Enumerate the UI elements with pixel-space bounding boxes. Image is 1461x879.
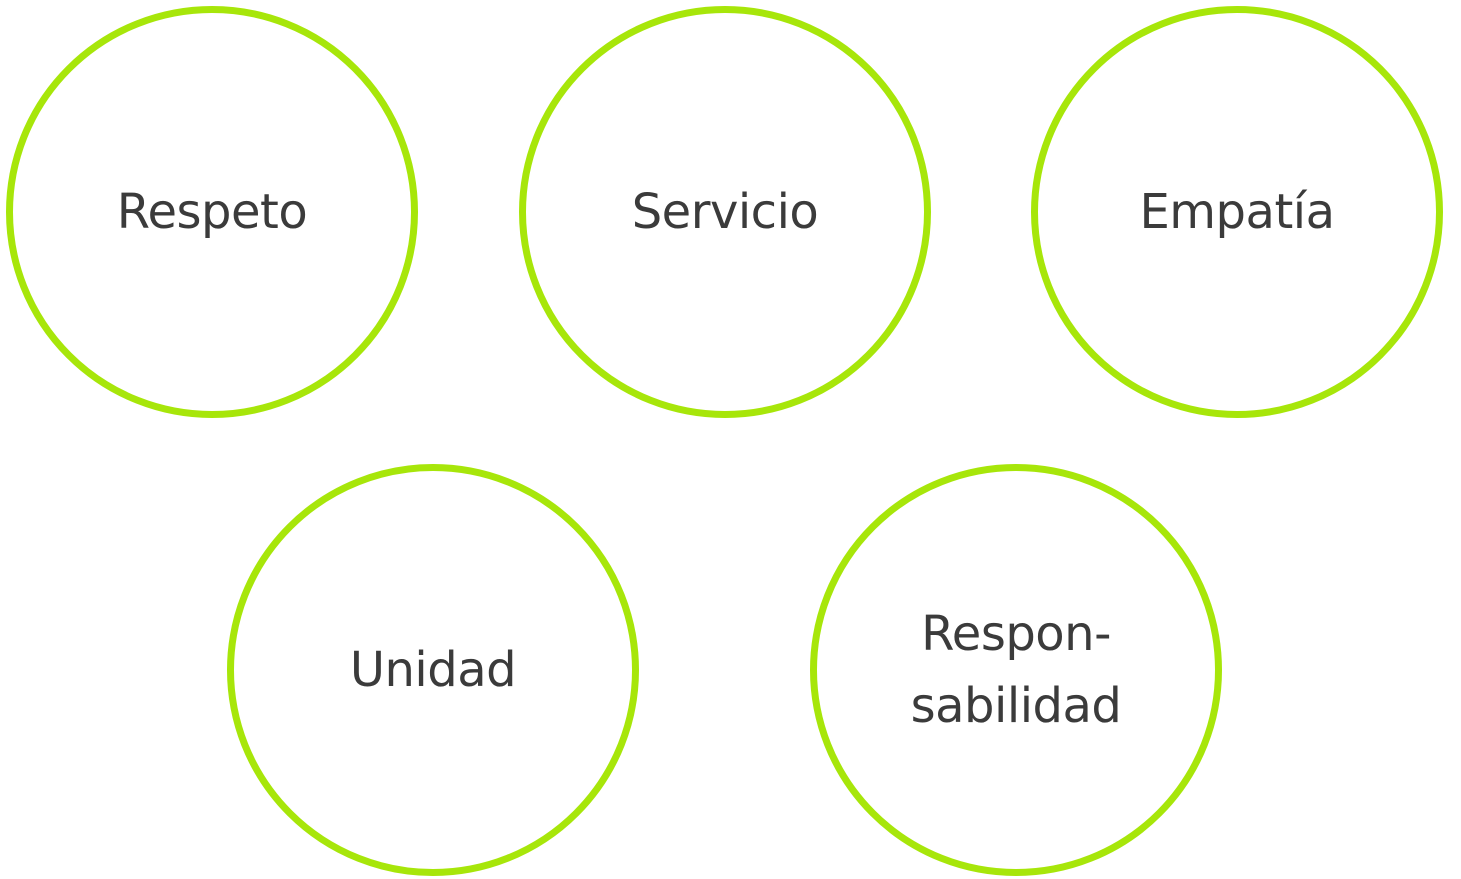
value-label-line: sabilidad (910, 678, 1122, 734)
value-label-line: Respeto (116, 184, 308, 240)
value-label-servicio: Servicio (632, 176, 819, 248)
value-circle-responsabilidad: Respon- sabilidad (810, 464, 1222, 876)
value-label-line: Respon- (921, 606, 1111, 662)
value-label-unidad: Unidad (349, 634, 517, 706)
value-circle-empatia: Empatía (1031, 6, 1443, 418)
value-circle-unidad: Unidad (227, 464, 639, 876)
value-circle-servicio: Servicio (519, 6, 931, 418)
value-label-respeto: Respeto (116, 176, 308, 248)
value-label-line: Servicio (631, 184, 819, 240)
value-label-line: Unidad (349, 642, 517, 698)
value-label-responsabilidad: Respon- sabilidad (911, 598, 1122, 742)
value-label-empatia: Empatía (1139, 176, 1335, 248)
value-label-line: Empatía (1139, 184, 1335, 240)
value-circle-respeto: Respeto (6, 6, 418, 418)
